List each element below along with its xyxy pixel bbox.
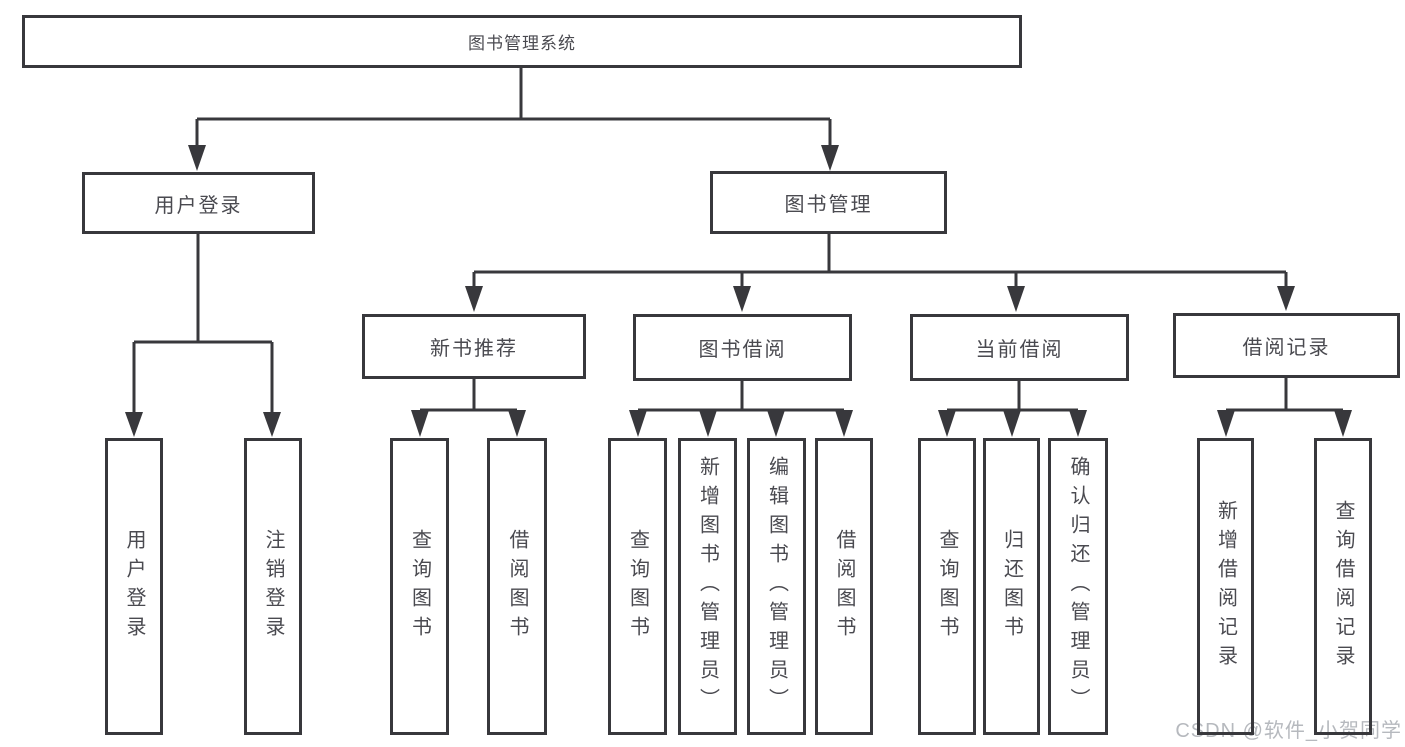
node-leaf-add-book-admin: 新增图书（管理员） bbox=[678, 438, 737, 735]
node-book-borrowing: 图书借阅 bbox=[633, 314, 852, 381]
connector-userlogin-to-leaves bbox=[125, 234, 281, 437]
node-leaf-add-borrow-record: 新增借阅记录 bbox=[1197, 438, 1254, 735]
connector-bookborrow-to-leaves bbox=[629, 381, 853, 437]
node-leaf-edit-book-admin: 编辑图书（管理员） bbox=[747, 438, 806, 735]
node-leaf-logout: 注销登录 bbox=[244, 438, 302, 735]
connector-currentborrow-to-leaves bbox=[938, 381, 1087, 437]
node-user-login: 用户登录 bbox=[82, 172, 315, 234]
node-borrowing-records: 借阅记录 bbox=[1173, 313, 1400, 378]
node-leaf-query-borrow-record: 查询借阅记录 bbox=[1314, 438, 1372, 735]
node-book-management-system: 图书管理系统 bbox=[22, 15, 1022, 68]
node-leaf-borrow-books-recommend: 借阅图书 bbox=[487, 438, 547, 735]
connector-bookmgmt-to-level3 bbox=[465, 234, 1295, 312]
node-leaf-confirm-return-admin: 确认归还（管理员） bbox=[1048, 438, 1108, 735]
connector-newbook-to-leaves bbox=[411, 379, 526, 437]
node-current-borrowing: 当前借阅 bbox=[910, 314, 1129, 381]
node-leaf-return-book: 归还图书 bbox=[983, 438, 1040, 735]
node-leaf-query-books-recommend: 查询图书 bbox=[390, 438, 449, 735]
watermark: CSDN @软件_小贺同学 bbox=[1175, 720, 1402, 742]
node-leaf-borrow-books: 借阅图书 bbox=[815, 438, 873, 735]
node-leaf-user-login: 用户登录 bbox=[105, 438, 163, 735]
node-leaf-query-books-current: 查询图书 bbox=[918, 438, 976, 735]
connector-root-to-level2 bbox=[188, 68, 839, 171]
connector-borrowrecord-to-leaves bbox=[1217, 378, 1352, 437]
node-leaf-query-books-borrow: 查询图书 bbox=[608, 438, 667, 735]
node-book-management: 图书管理 bbox=[710, 171, 947, 234]
node-new-book-recommend: 新书推荐 bbox=[362, 314, 586, 379]
